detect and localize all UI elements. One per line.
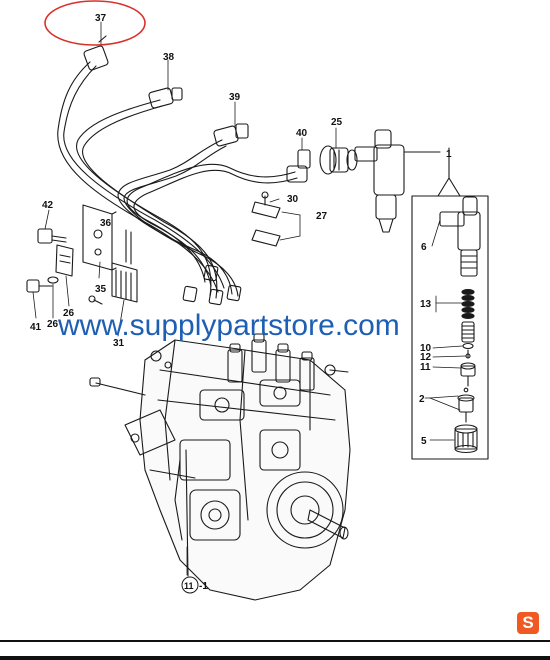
label-10: 10 (420, 343, 432, 354)
exploded-parts-bracket (411, 147, 489, 460)
label-40: 40 (296, 128, 308, 139)
label-26a: 26 (63, 308, 75, 319)
fitting-25 (319, 145, 358, 175)
shims-13 (461, 289, 475, 319)
nozzle-body-6 (439, 196, 481, 277)
label-26b: 26 (47, 319, 59, 330)
label-39: 39 (229, 92, 241, 103)
label-5: 5 (421, 436, 427, 447)
label-31: 31 (113, 338, 125, 349)
callout-circle-11 (181, 576, 199, 594)
label-36: 36 (100, 218, 112, 229)
injection-pipe-39 (117, 123, 249, 297)
nozzle-holder-1 (354, 129, 441, 233)
footer-rule (0, 640, 550, 642)
brand-badge: S (517, 612, 539, 634)
footer-bar (0, 656, 550, 660)
bracket-36 (82, 204, 117, 271)
bolt-42 (37, 228, 67, 244)
spring (461, 321, 475, 343)
label-11: 11 (420, 362, 431, 373)
retaining-nut-5 (454, 424, 478, 454)
distance-piece-11 (460, 362, 476, 387)
label-25: 25 (331, 117, 343, 128)
watermark-text: www.supplypartstore.com (58, 309, 400, 342)
washer-26 (47, 276, 59, 284)
label-27: 27 (316, 211, 328, 222)
label-11-suffix: -1 (199, 581, 208, 592)
label-35: 35 (95, 284, 107, 295)
label-11-circled: 11 (184, 581, 194, 591)
leader-lines (32, 21, 467, 576)
label-13: 13 (420, 299, 432, 310)
label-37: 37 (95, 13, 107, 24)
injection-pump (89, 333, 351, 601)
injection-pipe-40 (126, 149, 311, 287)
pipe-end-fittings (182, 264, 242, 306)
plate-26 (55, 244, 74, 277)
bracket-31 (111, 229, 138, 303)
highlight-circle-37 (44, 0, 146, 46)
spring-seat-10 (462, 342, 474, 350)
pipe-clamp-27 (251, 191, 281, 247)
label-42: 42 (42, 200, 54, 211)
label-41: 41 (30, 322, 42, 333)
nozzle-2 (457, 387, 475, 423)
screw-35 (88, 295, 103, 305)
label-12: 12 (420, 352, 432, 363)
label-6: 6 (421, 242, 427, 253)
label-1: 1 (446, 149, 452, 160)
part-labels: 37 38 39 40 25 1 30 27 42 36 6 35 26 26 … (30, 13, 452, 594)
label-30: 30 (287, 194, 299, 205)
label-2: 2 (419, 394, 425, 405)
push-rod-12 (465, 349, 471, 359)
label-38: 38 (163, 52, 175, 63)
